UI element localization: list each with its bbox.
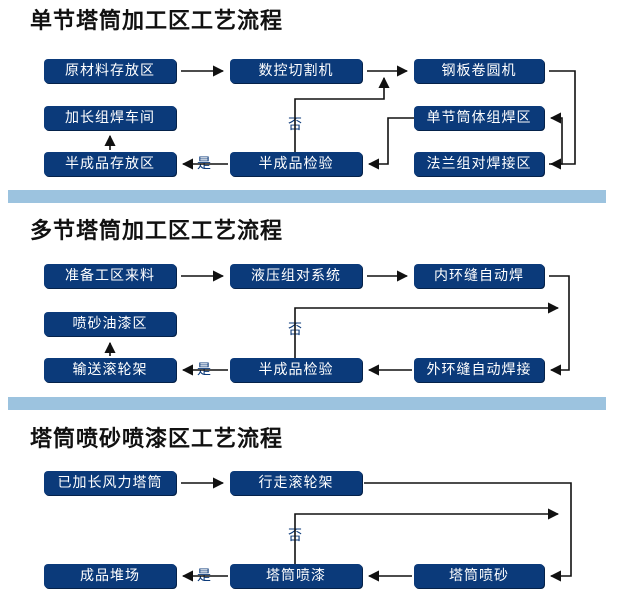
node-inner-seam-welding: 内环缝自动焊 bbox=[414, 264, 544, 288]
node-plate-rolling: 钢板卷圆机 bbox=[414, 59, 544, 83]
arrow-s3-roller-to-sandblast bbox=[364, 482, 572, 582]
node-tower-painting: 塔筒喷漆 bbox=[230, 564, 362, 588]
node-extension-welding-workshop: 加长组焊车间 bbox=[44, 106, 176, 130]
arrow-s1-inspection-no-to-rolling bbox=[294, 76, 390, 152]
section-1-title: 单节塔筒加工区工艺流程 bbox=[30, 9, 284, 34]
arrow-s1-single-to-inspection bbox=[367, 117, 414, 170]
node-tower-sandblasting: 塔筒喷砂 bbox=[414, 564, 544, 588]
node-outer-seam-welding: 外环缝自动焊接 bbox=[414, 358, 544, 382]
node-semi-finished-inspection-2: 半成品检验 bbox=[230, 358, 362, 382]
arrow-s1-flange-to-single bbox=[549, 112, 563, 165]
node-single-section-welding: 单节筒体组焊区 bbox=[414, 106, 544, 130]
node-extended-tower: 已加长风力塔筒 bbox=[44, 471, 176, 495]
node-semi-finished-inspection: 半成品检验 bbox=[230, 152, 362, 176]
divider-2 bbox=[8, 397, 606, 410]
node-cnc-cutting: 数控切割机 bbox=[230, 59, 362, 83]
node-semi-finished-storage: 半成品存放区 bbox=[44, 152, 176, 176]
arrow-s2-inner-to-outer bbox=[549, 275, 570, 376]
node-finished-yard: 成品堆场 bbox=[44, 564, 176, 588]
node-sandblast-paint-area: 喷砂油漆区 bbox=[44, 312, 176, 336]
divider-1 bbox=[8, 190, 606, 203]
node-hydraulic-assembly: 液压组对系统 bbox=[230, 264, 362, 288]
arrow-s3-paint-no-back bbox=[294, 508, 560, 564]
node-conveyor-roller: 输送滚轮架 bbox=[44, 358, 176, 382]
node-flange-welding: 法兰组对焊接区 bbox=[414, 152, 544, 176]
section-2-title: 多节塔筒加工区工艺流程 bbox=[30, 219, 284, 244]
node-raw-material-storage: 原材料存放区 bbox=[44, 59, 176, 83]
node-prepare-materials: 准备工区来料 bbox=[44, 264, 176, 288]
section-3-title: 塔筒喷砂喷漆区工艺流程 bbox=[30, 427, 284, 452]
arrow-s2-inspection-no-back bbox=[294, 302, 560, 358]
arrow-s1-rolling-to-flange bbox=[549, 70, 576, 170]
node-traveling-roller: 行走滚轮架 bbox=[230, 471, 362, 495]
